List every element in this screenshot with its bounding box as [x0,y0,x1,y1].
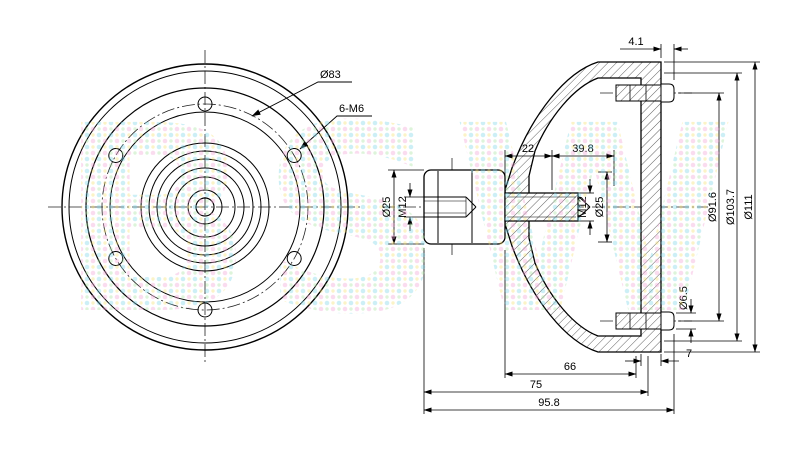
dim-text-left-dia-25: Ø25 [381,197,393,218]
counterbore-circle [188,190,222,224]
left-thread-hole [424,197,476,217]
watermark: BSW [57,71,742,371]
shed-circle-4 [157,159,253,255]
center-hole-circle [196,198,214,216]
bolt-circle-label: Ø83 [320,69,341,81]
front-view-circles [62,64,348,350]
front-view-bolt-holes [109,97,301,317]
threaded-stud [505,193,578,221]
side-view-part [424,62,674,352]
dim-text-dia-103-7: Ø103.7 [725,189,737,225]
bolt-circle-leader [251,82,352,116]
bolt-hole [198,303,212,317]
bolt-hole [109,252,123,266]
dim-text-stud-m12: M12 [577,196,589,217]
dim-text-dia-6-5: Ø6.5 [678,286,690,310]
bolt-hole [287,149,301,163]
front-view: Ø83 6-M6 [48,50,372,364]
shed-circle-2 [141,143,269,271]
bottom-bolt-cap [661,312,674,330]
dim-text-dia-111: Ø111 [743,194,755,219]
side-view-dimensions [388,44,760,414]
top-bolt-cap [661,84,674,102]
dim-text-66: 66 [564,361,576,373]
dim-text-75: 75 [530,379,542,391]
rim-inner-circle [69,71,341,343]
stud-tip-line [578,207,590,218]
bolt-hole [109,149,123,163]
shed-circle-5 [166,168,244,246]
dim-text-stud-dia-25: Ø25 [594,197,606,218]
bolt-hole [198,97,212,111]
dim-text-dia-91-6: Ø91.6 [707,192,719,222]
front-view-centerlines [48,50,362,364]
dim-text-4-1: 4.1 [628,36,643,48]
bolt-circle-centerline [102,104,308,310]
stud-tip-line [578,196,590,207]
shed-circle-3 [149,151,261,263]
watermark-text: BSW [57,71,742,371]
dim-text-left-m12: M12 [397,196,409,217]
shed-circle-1 [110,112,300,302]
dim-text-95-8: 95.8 [538,397,559,409]
boss-circle [175,177,235,237]
bolt-hole [287,252,301,266]
holes-leader [299,116,372,149]
side-view: 4.1 22 39.8 Ø25 M12 M12 Ø25 Ø91.6 Ø103.7… [381,36,760,414]
dim-text-39-8: 39.8 [572,143,593,155]
front-view-leaders [251,82,372,149]
dim-text-7: 7 [686,348,692,360]
dim-text-22: 22 [522,143,534,155]
flange-step-circle [86,88,324,326]
holes-count-label: 6-M6 [339,103,364,115]
outer-rim-circle [62,64,348,350]
